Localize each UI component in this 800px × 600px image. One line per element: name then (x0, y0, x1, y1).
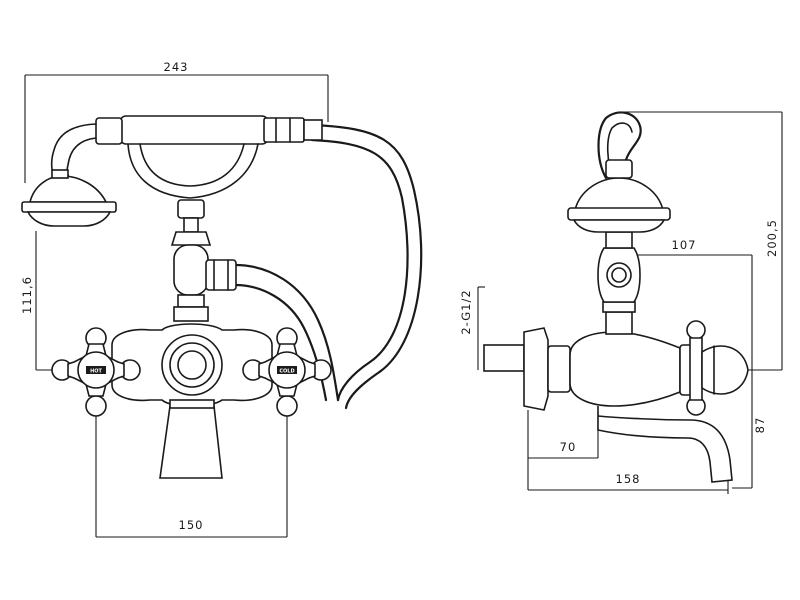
side-riser (567, 111, 671, 335)
dimension-107: 107 (620, 238, 753, 370)
dimension-thread: 2-G1/2 (459, 286, 485, 370)
cold-label: COLD (279, 369, 294, 375)
front-view: 243 111,6 150 (20, 60, 423, 538)
side-spout (597, 406, 733, 483)
dimension-label-243: 243 (164, 60, 189, 74)
dimension-label-111-6: 111,6 (20, 276, 34, 314)
cold-indicator (277, 366, 297, 374)
dimension-label-thread: 2-G1/2 (459, 289, 473, 334)
dimension-label-150: 150 (179, 518, 204, 532)
side-view: 200,5 107 2-G1/2 70 87 (459, 111, 783, 494)
riser (170, 199, 237, 322)
dimension-243: 243 (24, 60, 329, 183)
wall-inlet (483, 327, 571, 411)
dimension-200-5: 200,5 (620, 111, 783, 371)
dimension-label-87: 87 (753, 417, 767, 434)
dimension-158: 158 (528, 472, 729, 494)
side-body (569, 320, 749, 416)
dimension-87: 87 (732, 370, 767, 489)
handshower-head (21, 117, 123, 227)
dimension-label-200-5: 200,5 (765, 219, 779, 257)
left-cross-handle: HOT (51, 327, 141, 417)
dimension-label-158: 158 (616, 472, 641, 486)
dimension-label-107: 107 (672, 238, 697, 252)
dimension-111-6: 111,6 (20, 231, 62, 371)
dimension-70: 70 (527, 410, 599, 490)
mixer-body (111, 323, 273, 479)
right-cross-handle: COLD (242, 327, 332, 417)
hot-label: HOT (90, 369, 102, 375)
handset-cradle (119, 115, 323, 199)
dimension-150: 150 (95, 412, 288, 538)
hot-indicator (86, 366, 106, 374)
shower-hose (233, 123, 423, 410)
dimension-label-70: 70 (560, 440, 577, 454)
